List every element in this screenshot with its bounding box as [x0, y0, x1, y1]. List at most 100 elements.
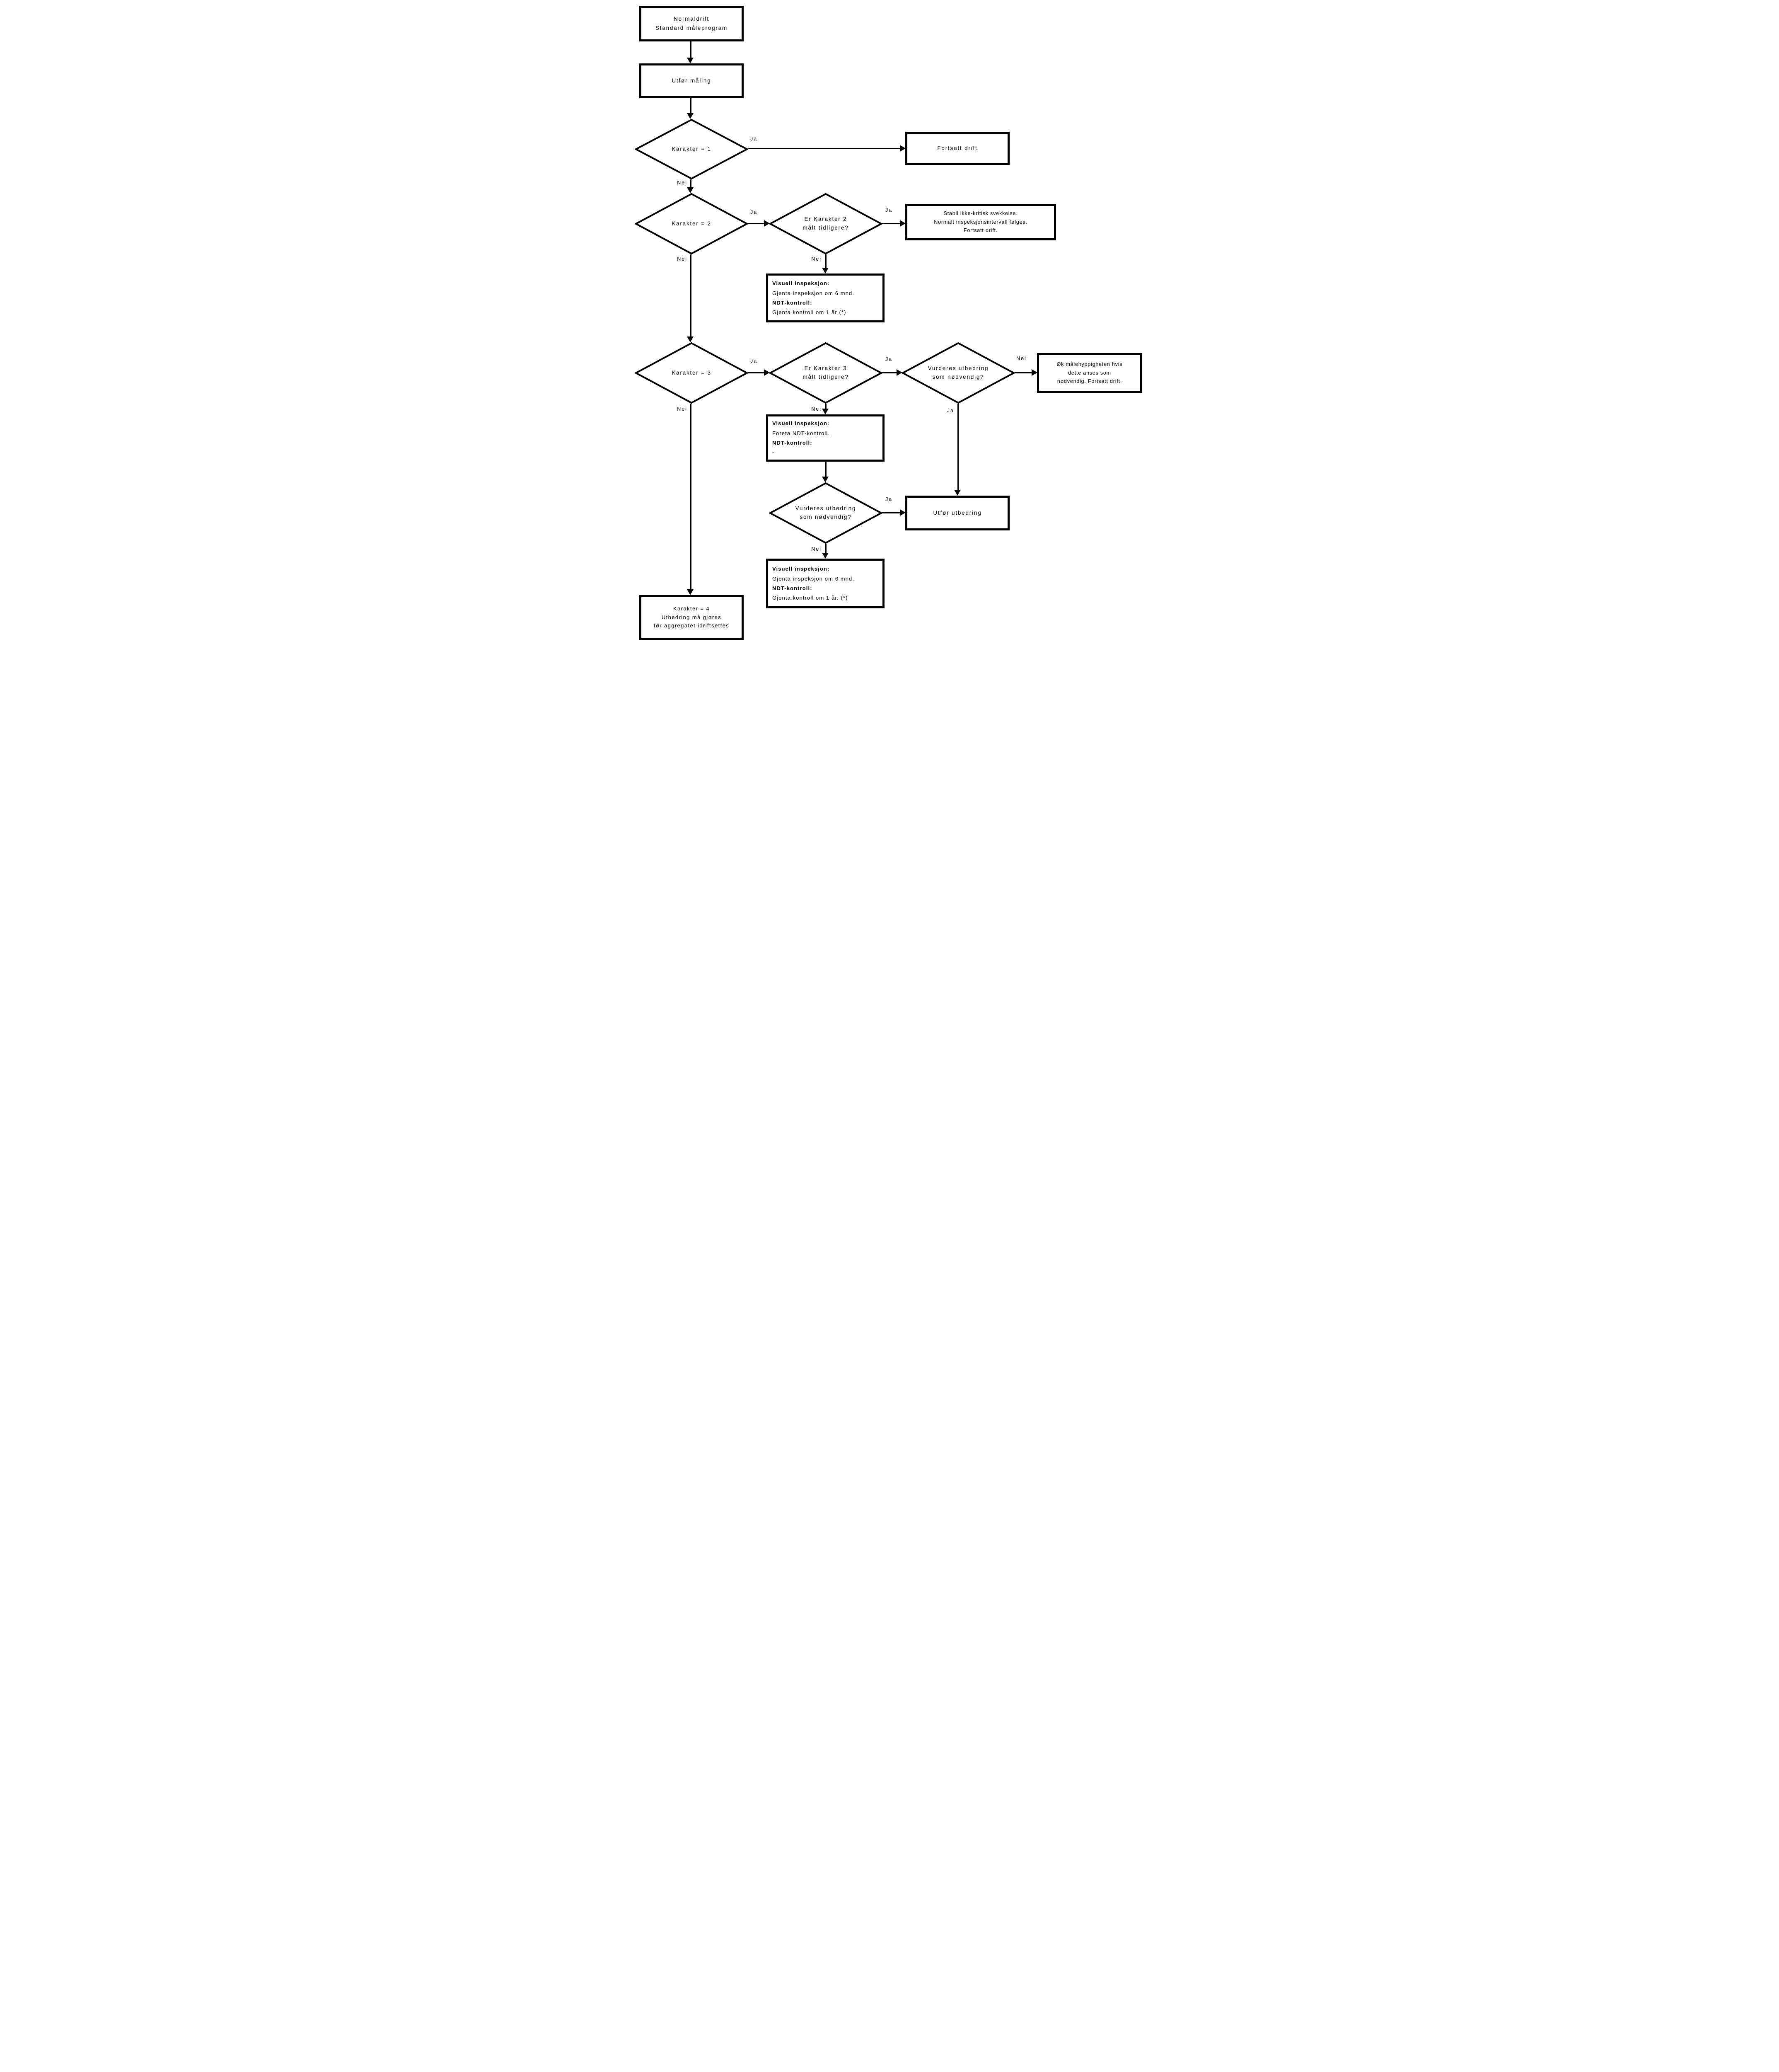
- node-utfor-utbedring: Utfør utbedring: [905, 496, 1010, 530]
- node-normaldrift-line2: Standard måleprogram: [655, 25, 728, 31]
- edge-label-nei: Nei: [677, 180, 687, 186]
- node-stabil-line1: Stabil ikke-kritisk svekkelse.: [943, 211, 1018, 217]
- diamond-shape: [635, 193, 748, 254]
- edge-vurderes1-nei: [1015, 372, 1032, 373]
- decision-er-karakter2-line1: Er Karakter 2: [804, 216, 847, 223]
- arrowhead-right-icon: [900, 145, 906, 152]
- decision-vurderes2: Vurderes utbedring som nødvendig?: [769, 482, 882, 544]
- decision-vurderes1-line1: Vurderes utbedring: [928, 365, 989, 372]
- node-visuell3: Visuell inspeksjon: Gjenta inspeksjon om…: [766, 559, 885, 608]
- decision-er-karakter3-label: Er Karakter 3 målt tidligere?: [769, 342, 882, 404]
- node-visuell3-line1: Visuell inspeksjon:: [772, 566, 830, 572]
- decision-karakter1: Karakter = 1: [635, 119, 748, 179]
- decision-vurderes1-label: Vurderes utbedring som nødvendig?: [902, 342, 1015, 404]
- node-stabil-line3: Fortsatt drift.: [963, 228, 998, 234]
- decision-vurderes2-label: Vurderes utbedring som nødvendig?: [769, 482, 882, 544]
- diamond-shape: [635, 119, 748, 179]
- node-visuell3-line2: Gjenta inspeksjon om 6 mnd.: [772, 575, 855, 582]
- node-stabil-line2: Normalt inspeksjonsintervall følges.: [934, 219, 1027, 225]
- edge-karakter1-ja: [748, 148, 900, 149]
- edge-start-to-utformaling: [690, 41, 691, 58]
- node-visuell1-line4: Gjenta kontroll om 1 år (*): [772, 309, 846, 316]
- node-normaldrift: Normaldrift Standard måleprogram: [639, 6, 744, 41]
- decision-er-karakter2: Er Karakter 2 målt tidligere?: [769, 193, 882, 254]
- node-karakter4: Karakter = 4 Utbedring må gjøres før agg…: [639, 595, 744, 640]
- arrowhead-down-icon: [822, 553, 829, 559]
- arrowhead-right-icon: [900, 220, 906, 227]
- node-ok-malehyppighet-line2: dette anses som: [1068, 370, 1111, 376]
- edge-label-nei: Nei: [677, 406, 687, 412]
- arrowhead-down-icon: [954, 490, 961, 496]
- arrowhead-right-icon: [1032, 369, 1037, 376]
- node-ok-malehyppighet: Øk målehyppigheten hvis dette anses som …: [1037, 353, 1142, 393]
- node-karakter4-line1: Karakter = 4: [673, 605, 710, 612]
- node-visuell2-line2: Foreta NDT-kontroll.: [772, 430, 830, 436]
- node-visuell1-line3: NDT-kontroll:: [772, 300, 812, 306]
- node-visuell2-line1: Visuell inspeksjon:: [772, 420, 830, 427]
- node-visuell2-line3: NDT-kontroll:: [772, 440, 812, 446]
- node-normaldrift-line1: Normaldrift: [674, 16, 709, 22]
- arrowhead-right-icon: [900, 509, 906, 516]
- node-visuell1-line1: Visuell inspeksjon:: [772, 280, 830, 287]
- edge-label-ja: Ja: [885, 356, 893, 362]
- arrowhead-down-icon: [822, 409, 829, 414]
- arrowhead-right-icon: [764, 220, 770, 227]
- decision-vurderes1: Vurderes utbedring som nødvendig?: [902, 342, 1015, 404]
- edge-label-ja: Ja: [750, 209, 758, 215]
- edge-label-nei: Nei: [677, 256, 687, 262]
- decision-vurderes1-line2: som nødvendig?: [932, 374, 984, 380]
- decision-er-karakter2-line2: målt tidligere?: [802, 225, 849, 231]
- edge-label-ja: Ja: [750, 358, 758, 364]
- edge-label-nei: Nei: [811, 406, 822, 412]
- decision-vurderes2-line2: som nødvendig?: [800, 514, 852, 520]
- node-ok-malehyppighet-line1: Øk målehyppigheten hvis: [1056, 361, 1123, 368]
- node-utfor-utbedring-label: Utfør utbedring: [933, 510, 982, 516]
- diamond-shape: [902, 342, 1015, 404]
- edge-label-nei: Nei: [811, 256, 822, 262]
- diamond-shape: [769, 342, 882, 404]
- diamond-shape: [769, 193, 882, 254]
- edge-visuell2-to-vurderes2: [825, 462, 827, 477]
- arrowhead-down-icon: [822, 477, 829, 482]
- arrowhead-right-icon: [897, 369, 902, 376]
- node-karakter4-line2: Utbedring må gjøres: [661, 614, 722, 620]
- node-fortsatt-drift: Fortsatt drift: [905, 132, 1010, 165]
- edge-erkarakter3-ja: [882, 372, 897, 373]
- arrowhead-down-icon: [687, 336, 694, 342]
- edge-erkarakter3-nei: [825, 404, 827, 409]
- decision-er-karakter3-line1: Er Karakter 3: [804, 365, 847, 372]
- edge-label-nei: Nei: [811, 546, 822, 552]
- node-utfor-maling: Utfør måling: [639, 63, 744, 98]
- edge-erkarakter2-nei: [825, 254, 827, 268]
- node-utfor-maling-label: Utfør måling: [672, 77, 711, 84]
- edge-karakter3-ja: [748, 372, 764, 373]
- edge-label-nei: Nei: [1016, 356, 1027, 361]
- node-ok-malehyppighet-line3: nødvendig. Fortsatt drift.: [1057, 378, 1122, 385]
- node-visuell1-line2: Gjenta inspeksjon om 6 mnd.: [772, 290, 855, 296]
- arrowhead-down-icon: [822, 268, 829, 274]
- node-stabil: Stabil ikke-kritisk svekkelse. Normalt i…: [905, 204, 1056, 240]
- edge-karakter2-ja: [748, 223, 764, 224]
- decision-vurderes2-line1: Vurderes utbedring: [795, 505, 856, 512]
- node-visuell2: Visuell inspeksjon: Foreta NDT-kontroll.…: [766, 414, 885, 462]
- node-visuell3-line4: Gjenta kontroll om 1 år. (*): [772, 595, 848, 601]
- edge-erkarakter2-ja: [882, 223, 900, 224]
- edge-label-ja: Ja: [885, 496, 893, 502]
- edge-vurderes2-ja: [882, 512, 900, 513]
- node-fortsatt-drift-label: Fortsatt drift: [937, 145, 978, 152]
- edge-karakter1-nei: [690, 179, 691, 188]
- edge-karakter2-nei: [690, 254, 691, 337]
- decision-karakter3: Karakter = 3: [635, 342, 748, 404]
- arrowhead-down-icon: [687, 187, 694, 193]
- decision-karakter2-label: Karakter = 2: [672, 220, 711, 227]
- arrowhead-down-icon: [687, 589, 694, 595]
- edge-label-ja: Ja: [885, 207, 893, 213]
- edge-vurderes1-ja: [957, 404, 959, 490]
- node-visuell3-line3: NDT-kontroll:: [772, 585, 812, 591]
- arrowhead-down-icon: [687, 113, 694, 119]
- edge-utformaling-to-karakter1: [690, 98, 691, 114]
- edge-label-ja: Ja: [947, 408, 954, 414]
- decision-karakter2: Karakter = 2: [635, 193, 748, 254]
- diamond-shape: [769, 482, 882, 544]
- decision-karakter1-label: Karakter = 1: [672, 145, 711, 152]
